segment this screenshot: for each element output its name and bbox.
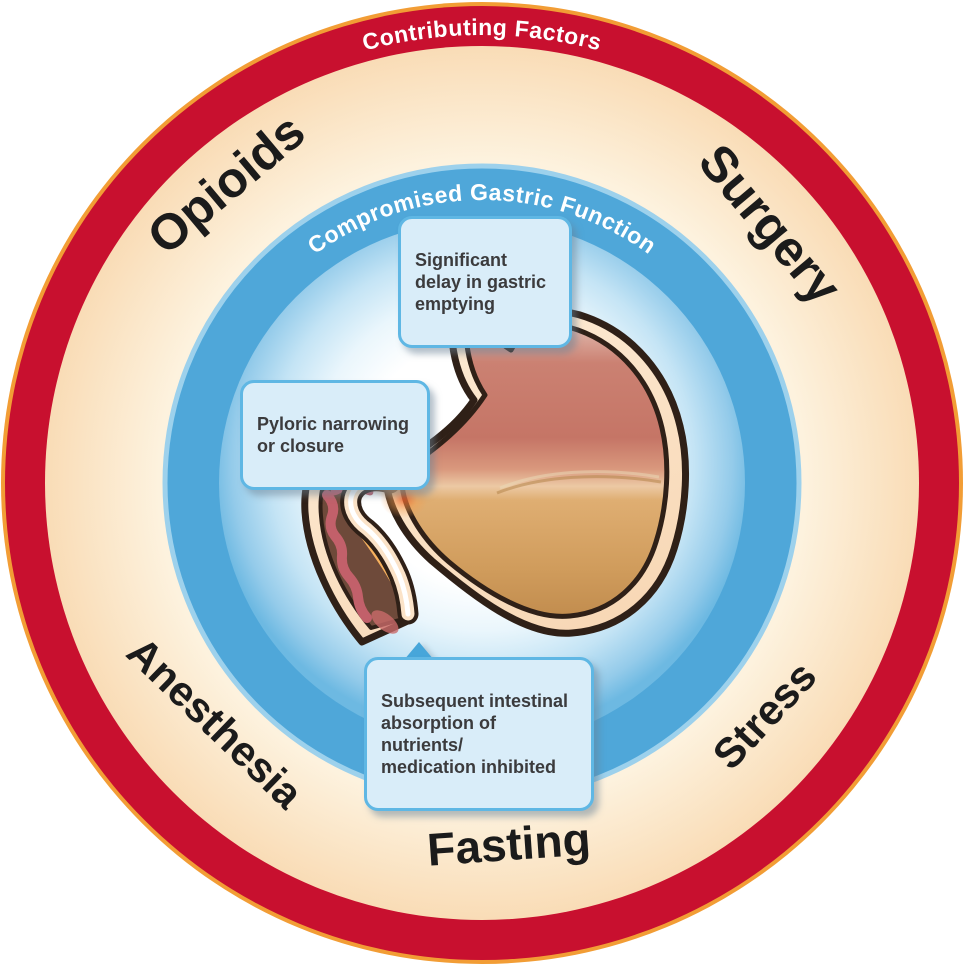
callout-pyloric-narrowing: Pyloric narrowing or closure — [240, 380, 430, 490]
callout-pointer-up-icon — [404, 642, 434, 660]
stomach-cavity — [402, 313, 667, 617]
callout-pyloric-narrowing-text: Pyloric narrowing or closure — [257, 414, 410, 456]
factor-label-fasting: Fasting — [425, 812, 592, 875]
callout-gastric-emptying: Significant delay in gastric emptying — [398, 216, 572, 348]
gastric-contents-surface — [496, 475, 662, 495]
callout-intestinal-absorption: Subsequent intestinal absorption of nutr… — [364, 657, 594, 811]
callout-intestinal-absorption-text: Subsequent intestinal absorption of nutr… — [381, 691, 569, 777]
callout-gastric-emptying-text: Significant delay in gastric emptying — [415, 250, 547, 314]
stomach-cavity-outline — [399, 312, 670, 619]
gastric-contents-sheen — [499, 470, 660, 490]
